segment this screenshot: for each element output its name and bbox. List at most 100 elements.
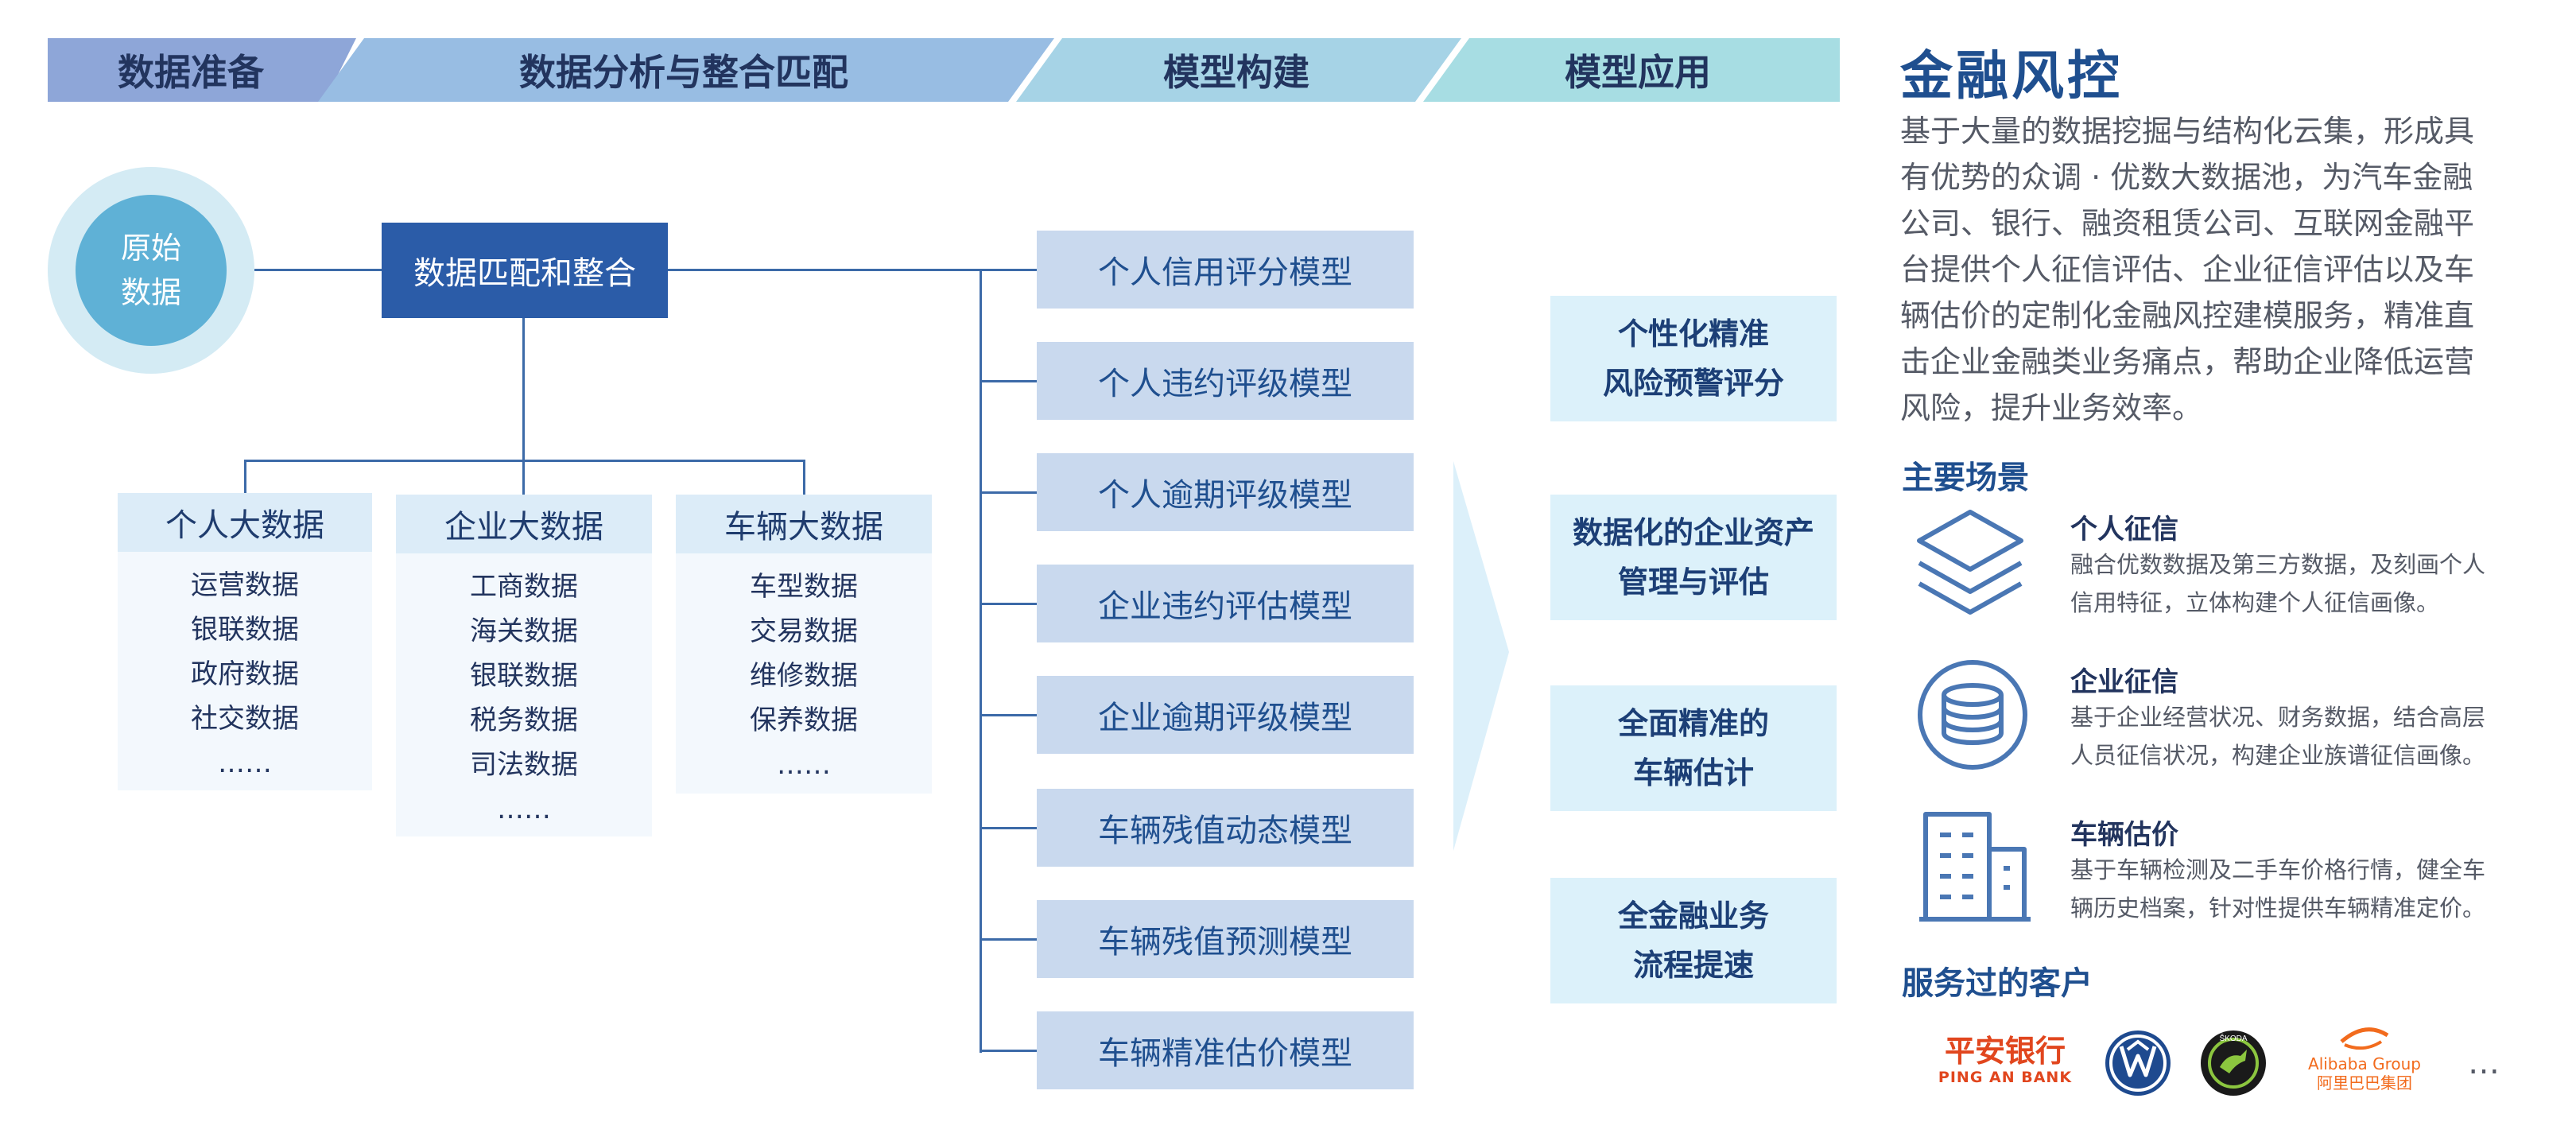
model-box: 企业逾期评级模型: [1037, 676, 1414, 754]
model-box: 个人违约评级模型: [1037, 342, 1414, 420]
category-item: 司法数据: [470, 749, 578, 781]
layers-icon: [1917, 510, 2023, 615]
application-line: 全金融业务: [1617, 899, 1769, 933]
scene-desc: 基于车辆检测及二手车价格行情，健全车 辆历史档案，针对性提供车辆精准定价。: [2070, 851, 2563, 927]
clients-heading: 服务过的客户: [1902, 965, 2093, 1002]
connector-model-5: [980, 714, 1037, 716]
connector-model-3: [980, 491, 1037, 494]
application-line: 全面精准的: [1617, 706, 1769, 741]
category-item: 银联数据: [470, 660, 578, 692]
skoda-logo: ŠKODA: [2201, 1030, 2266, 1096]
match-box: 数据匹配和整合: [382, 223, 668, 318]
category-item: 政府数据: [191, 658, 299, 690]
scene-desc-line: 基于企业经营状况、财务数据，结合高层: [2070, 704, 2486, 731]
application-line: 个性化精准: [1617, 316, 1769, 351]
pingan-logo-cn: 平安银行: [1944, 1034, 2066, 1069]
category-item: ……: [218, 747, 272, 779]
category-list-enterprise: 工商数据 海关数据 银联数据 税务数据 司法数据 ……: [396, 553, 652, 836]
application-box-4: 全金融业务 流程提速: [1550, 878, 1837, 1003]
category-item: 税务数据: [470, 704, 578, 736]
category-title-vehicle: 车辆大数据: [676, 495, 932, 553]
alibaba-logo: Alibaba Group 阿里巴巴集团: [2293, 1024, 2436, 1093]
stage-3-band: [1016, 38, 1461, 102]
category-title-enterprise: 企业大数据: [396, 495, 652, 553]
application-line: 流程提速: [1632, 948, 1754, 983]
alibaba-logo-en: Alibaba Group: [2308, 1054, 2421, 1073]
model-box: 个人信用评分模型: [1037, 231, 1414, 309]
pingan-bank-logo: 平安银行 PING AN BANK: [1930, 1034, 2080, 1086]
application-line: 车辆估计: [1632, 755, 1754, 790]
raw-data-label-line1: 原始: [120, 231, 181, 266]
category-title-personal: 个人大数据: [118, 493, 372, 552]
category-item: 运营数据: [191, 569, 299, 601]
alibaba-smile-icon: [2340, 1027, 2389, 1050]
connector-model-8: [980, 1050, 1037, 1052]
stage-4-band: [1423, 38, 1840, 102]
building-icon: [1919, 812, 2031, 922]
category-item: 维修数据: [750, 660, 858, 692]
category-item: 车型数据: [750, 571, 858, 603]
scene-desc: 基于企业经营状况、财务数据，结合高层 人员征信状况，构建企业族谱征信画像。: [2070, 698, 2563, 774]
scenes-heading: 主要场景: [1902, 460, 2029, 496]
category-list-personal: 运营数据 银联数据 政府数据 社交数据 ……: [118, 552, 372, 790]
scene-desc-line: 辆历史档案，针对性提供车辆精准定价。: [2070, 895, 2486, 922]
stage-1-band: [48, 38, 356, 102]
connector-model-2: [980, 380, 1037, 382]
intro-line: 击企业金融类业务痛点，帮助企业降低运营: [1900, 344, 2475, 379]
scene-desc: 融合优数数据及第三方数据，及刻画个人 信用特征，立体构建个人征信画像。: [2070, 545, 2563, 622]
connector-models-trunk: [980, 269, 982, 1053]
more-clients-ellipsis: …: [2468, 1045, 2500, 1081]
coin-stack-icon: [1918, 660, 2027, 770]
category-item: 社交数据: [191, 703, 299, 735]
application-line: 数据化的企业资产: [1572, 515, 1814, 550]
connector-cat-2: [522, 460, 525, 495]
connector-model-1: [980, 269, 1037, 271]
category-list-vehicle: 车型数据 交易数据 维修数据 保养数据 ……: [676, 553, 932, 794]
model-box: 车辆残值预测模型: [1037, 900, 1414, 978]
category-item: 工商数据: [470, 571, 578, 603]
arrow-right-icon: [1453, 461, 1509, 851]
raw-data-node: 原始 数据: [76, 195, 227, 346]
connector-match-down: [522, 318, 525, 461]
scene-desc-line: 基于车辆检测及二手车价格行情，健全车: [2070, 856, 2486, 883]
category-item: 交易数据: [750, 615, 858, 647]
application-line: 管理与评估: [1617, 565, 1769, 600]
connector-model-4: [980, 603, 1037, 605]
connector-raw-to-match: [254, 269, 382, 271]
scene-desc-line: 信用特征，立体构建个人征信画像。: [2070, 589, 2440, 616]
application-box-1: 个性化精准 风险预警评分: [1550, 296, 1837, 421]
model-box: 车辆精准估价模型: [1037, 1011, 1414, 1089]
scene-title: 个人征信: [2070, 514, 2178, 545]
raw-data-label-line2: 数据: [120, 275, 181, 310]
connector-model-7: [980, 938, 1037, 941]
model-box: 企业违约评估模型: [1037, 565, 1414, 642]
model-box: 个人逾期评级模型: [1037, 453, 1414, 531]
category-item: 保养数据: [750, 704, 858, 736]
intro-line: 有优势的众调 · 优数大数据池，为汽车金融: [1900, 160, 2473, 195]
intro-paragraph: 基于大量的数据挖掘与结构化云集，形成具 有优势的众调 · 优数大数据池，为汽车金…: [1900, 108, 2552, 431]
intro-line: 台提供个人征信评估、企业征信评估以及车: [1900, 252, 2475, 287]
stage-label-2: 数据分析与整合匹配: [519, 51, 848, 94]
connector-match-to-models: [668, 269, 982, 271]
alibaba-logo-cn: 阿里巴巴集团: [2317, 1073, 2412, 1093]
application-line: 风险预警评分: [1602, 366, 1784, 401]
category-item: ……: [497, 794, 551, 825]
volkswagen-logo: [2105, 1030, 2171, 1096]
connector-cat-3: [803, 460, 805, 495]
pingan-logo-en: PING AN BANK: [1938, 1069, 2073, 1086]
category-item: ……: [777, 749, 831, 781]
scene-title: 车辆估价: [2070, 819, 2178, 851]
model-box: 车辆残值动态模型: [1037, 789, 1414, 867]
scene-desc-line: 人员征信状况，构建企业族谱征信画像。: [2070, 742, 2486, 769]
intro-line: 风险，提升业务效率。: [1900, 390, 2203, 425]
stage-label-4: 模型应用: [1565, 51, 1711, 94]
scene-title: 企业征信: [2070, 666, 2178, 698]
intro-line: 公司、银行、融资租赁公司、互联网金融平: [1900, 206, 2475, 241]
connector-cat-1: [244, 460, 246, 493]
stage-2-band: [318, 38, 1054, 102]
application-box-3: 全面精准的 车辆估计: [1550, 685, 1837, 811]
intro-line: 辆估价的定制化金融风控建模服务，精准直: [1900, 298, 2475, 333]
category-item: 海关数据: [470, 615, 578, 647]
stage-banner: [48, 38, 1840, 102]
skoda-logo-text: ŠKODA: [2219, 1033, 2247, 1043]
